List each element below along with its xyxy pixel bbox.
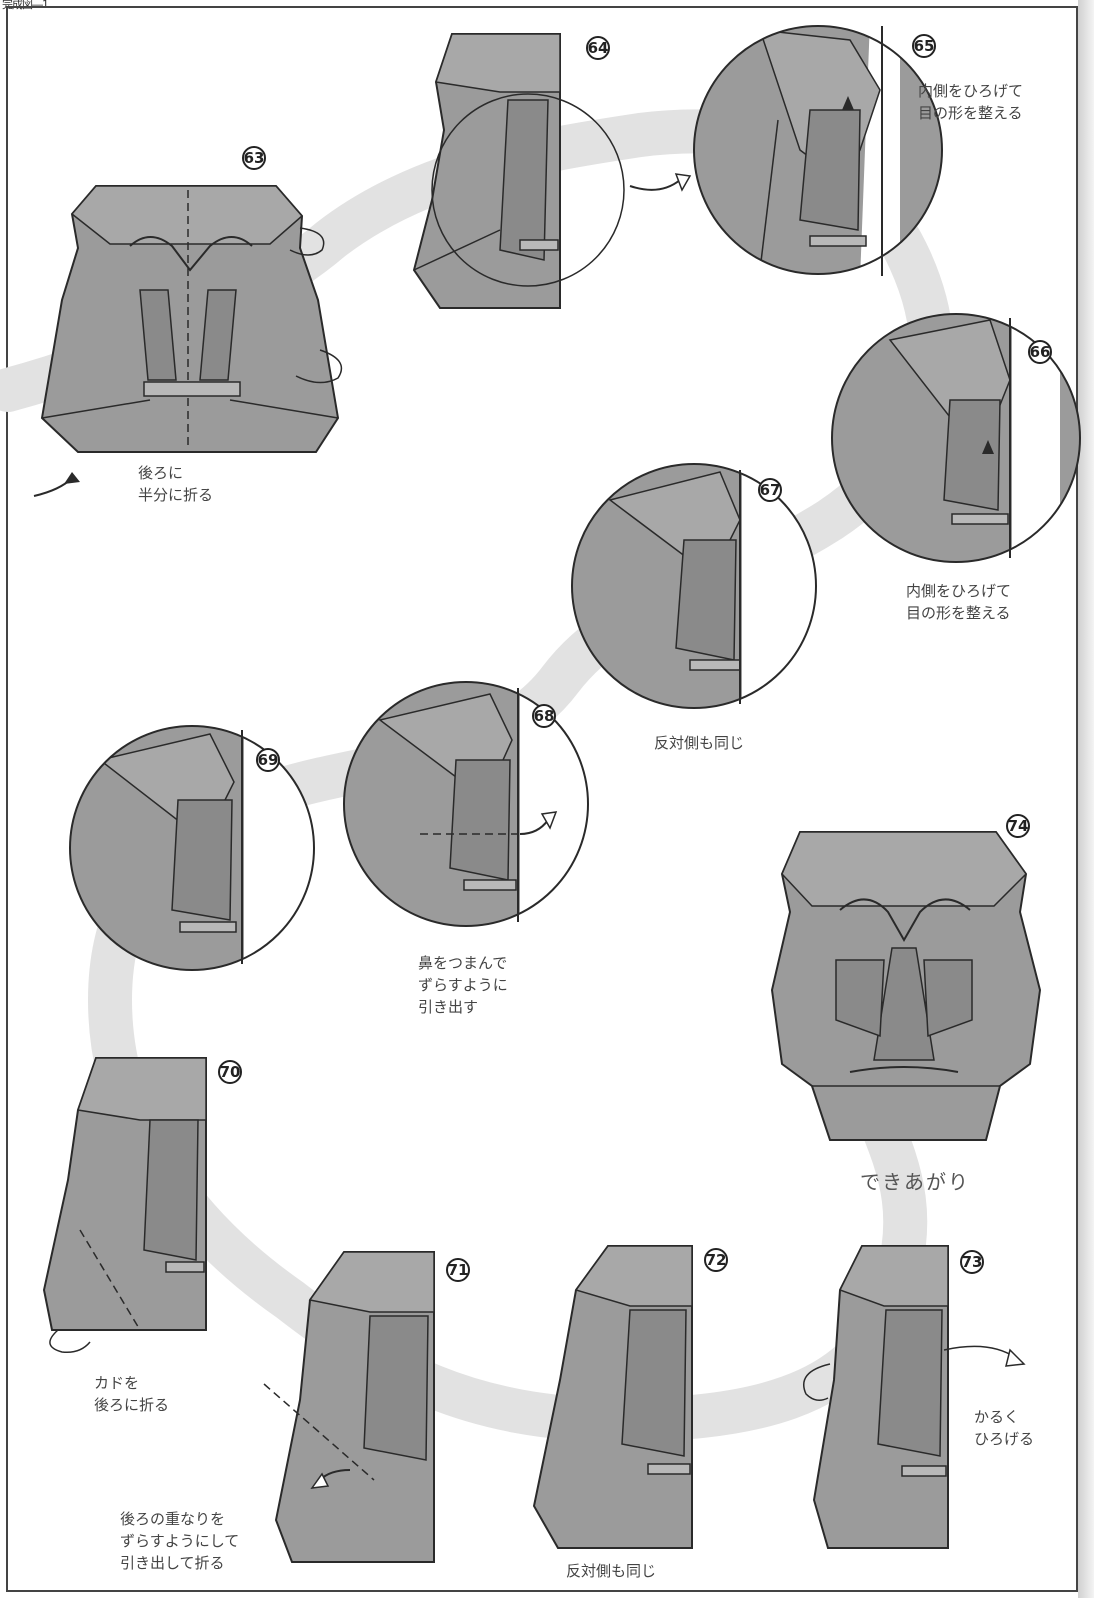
step-66-instruction: 内側をひろげて 目の形を整える [906, 582, 1012, 622]
step-70-instruction: カドを 後ろに折る [94, 1374, 170, 1414]
step-72-figure [532, 1245, 693, 1549]
step-70-number: 70 [220, 1063, 241, 1081]
step-73-figure [803, 1245, 1026, 1549]
step-69-figure [69, 725, 315, 971]
step-67-number: 67 [760, 481, 781, 499]
step-68-number: 68 [534, 707, 555, 725]
step-74-caption: できあがり [860, 1170, 970, 1194]
page-frame [6, 6, 1078, 1592]
step-67-figure [571, 463, 817, 709]
step-71-number: 71 [448, 1261, 469, 1279]
step-63-number: 63 [244, 149, 265, 167]
step-67-instruction: 反対側も同じ [654, 734, 745, 752]
page-header-text: 完成図―1 [2, 0, 49, 11]
step-71-instruction: 後ろの重なりを ずらすようにして 引き出して折る [120, 1510, 240, 1572]
step-69-number: 69 [258, 751, 279, 769]
step-68-figure [343, 681, 589, 927]
step-66-number: 66 [1030, 343, 1051, 361]
step-73-instruction: かるく ひろげる [974, 1408, 1035, 1448]
step-number-markers: 63 64 65 66 67 68 69 70 71 72 73 74 [218, 34, 1052, 1282]
step-65-figure [693, 25, 943, 276]
step-63-instruction: 後ろに 半分に折る [138, 464, 214, 504]
step-72-number: 72 [706, 1251, 727, 1269]
step-64-figure [412, 33, 692, 309]
step-73-number: 73 [962, 1253, 983, 1271]
step-64-number: 64 [588, 39, 609, 57]
page-binding-shadow [1078, 0, 1094, 1598]
step-74-figure [770, 831, 1042, 1141]
step-74-number: 74 [1008, 817, 1029, 835]
step-63-figure [33, 185, 343, 497]
step-65-instruction: 内側をひろげて 目の形を整える [918, 82, 1024, 122]
step-70-figure [42, 1057, 207, 1354]
step-65-number: 65 [914, 37, 935, 55]
step-68-instruction: 鼻をつまんで ずらすように 引き出す [418, 954, 508, 1016]
step-72-instruction: 反対側も同じ [566, 1562, 657, 1580]
step-71-figure [263, 1251, 435, 1563]
step-66-figure [831, 313, 1081, 563]
